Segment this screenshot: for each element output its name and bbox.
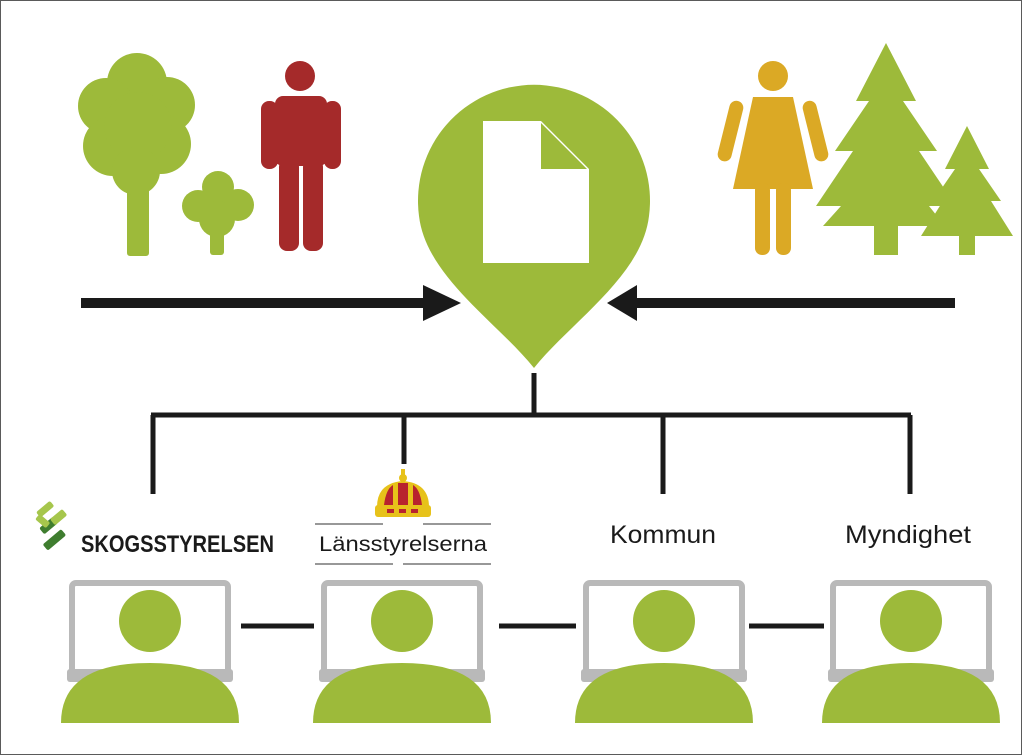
laptop-user-icon bbox=[61, 580, 239, 723]
org-label-kommun: Kommun bbox=[610, 521, 716, 549]
right-arrow-into-pin bbox=[607, 285, 955, 321]
laptop-user-icon bbox=[575, 580, 753, 723]
org-label-lansstyrelserna: Länsstyrelserna bbox=[319, 533, 487, 556]
left-arrow-into-pin bbox=[81, 285, 461, 321]
org-label-skogsstyrelsen: SKOGSSTYRELSEN bbox=[81, 531, 274, 558]
laptop-user-icon bbox=[313, 580, 491, 723]
conifer-tree-icon bbox=[816, 43, 956, 255]
woman-icon bbox=[717, 61, 829, 255]
deciduous-tree-icon bbox=[78, 53, 195, 256]
lansstyrelserna-rules bbox=[315, 523, 491, 565]
small-conifer-tree-icon bbox=[921, 126, 1013, 255]
skogsstyrelsen-logo-icon bbox=[35, 501, 67, 550]
man-icon bbox=[261, 61, 341, 251]
laptop-user-icon bbox=[822, 580, 1000, 723]
connector-lines bbox=[150, 373, 913, 494]
small-tree-icon bbox=[182, 171, 254, 255]
map-pin-document-icon bbox=[418, 84, 650, 369]
org-label-myndighet: Myndighet bbox=[845, 521, 971, 549]
crown-icon bbox=[375, 469, 431, 517]
